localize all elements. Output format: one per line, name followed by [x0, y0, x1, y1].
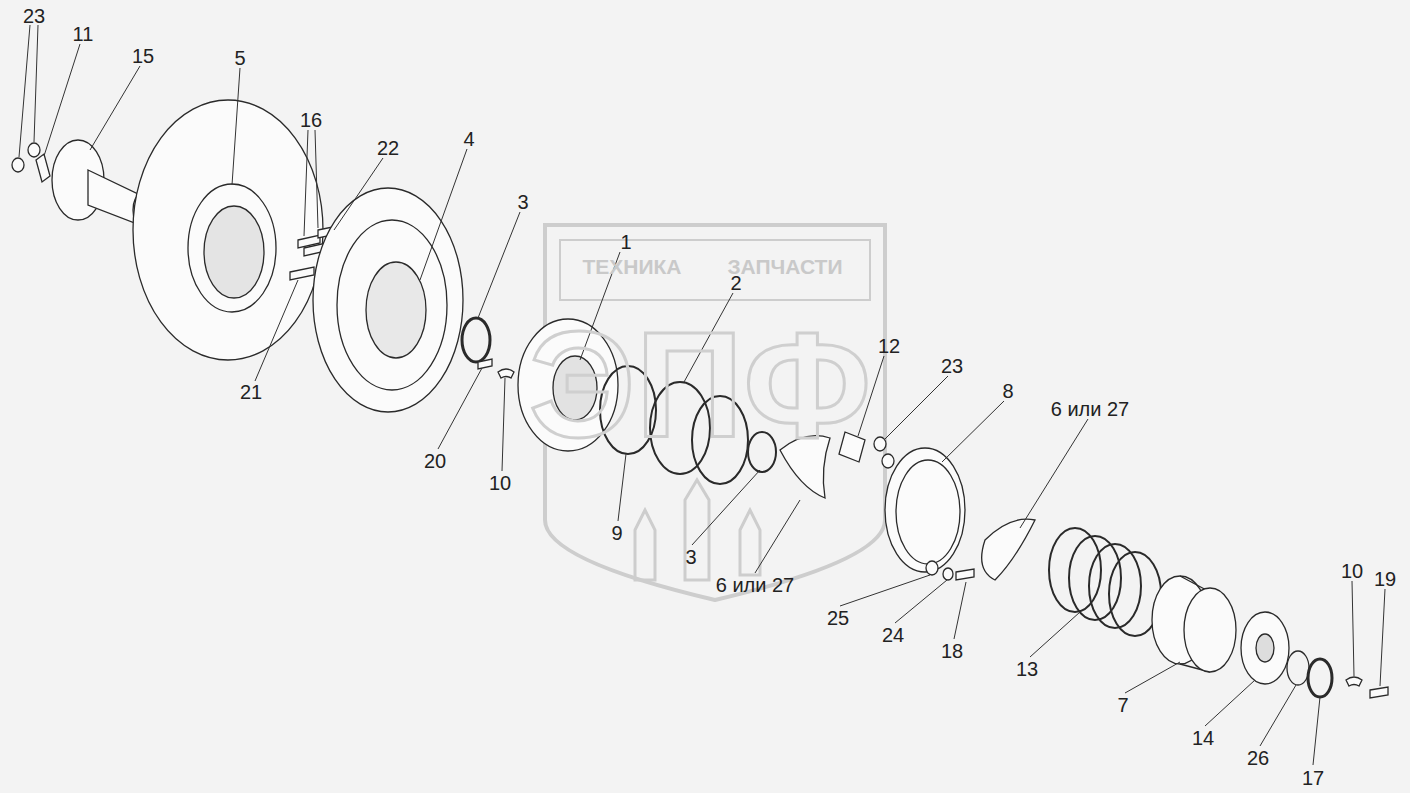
callout-number: 22: [377, 138, 399, 158]
callout-number: 23: [23, 6, 45, 26]
callout-number: 3: [685, 547, 696, 567]
watermark-text: ЗАПЧАСТИ: [727, 256, 842, 277]
callout-number: 21: [240, 382, 262, 402]
callout-number: 10: [489, 473, 511, 493]
callout-number: 9: [611, 523, 622, 543]
callout-number: 24: [882, 625, 904, 645]
leader-lines: [19, 25, 1385, 765]
callout-number: 19: [1374, 569, 1396, 589]
callout-number: 25: [827, 608, 849, 628]
watermark-text: ЭПФ: [529, 310, 872, 460]
callout-number: 12: [878, 336, 900, 356]
callout-number: 1: [620, 232, 631, 252]
callout-number: 10: [1341, 561, 1363, 581]
callout-number: 7: [1117, 695, 1128, 715]
callout-number: 4: [463, 129, 474, 149]
callout-number: 8: [1002, 381, 1013, 401]
watermark-text: ТЕХНИКА: [582, 256, 681, 277]
callout-number: 5: [234, 48, 245, 68]
callout-number: 2: [730, 273, 741, 293]
callout-number: 14: [1192, 728, 1214, 748]
callout-number: 15: [132, 46, 154, 66]
callout-number: 3: [517, 192, 528, 212]
callout-number: 11: [73, 24, 94, 44]
callout-number: 16: [300, 110, 322, 130]
callout-number: 18: [941, 641, 963, 661]
callout-number: 23: [941, 356, 963, 376]
callout-number: 20: [424, 451, 446, 471]
parts: [12, 100, 1388, 698]
callout-number: 26: [1247, 748, 1269, 768]
callout-number: 6 или 27: [716, 575, 795, 595]
callout-number: 13: [1016, 659, 1038, 679]
callout-number: 17: [1302, 768, 1324, 788]
callout-number: 6 или 27: [1051, 399, 1130, 419]
